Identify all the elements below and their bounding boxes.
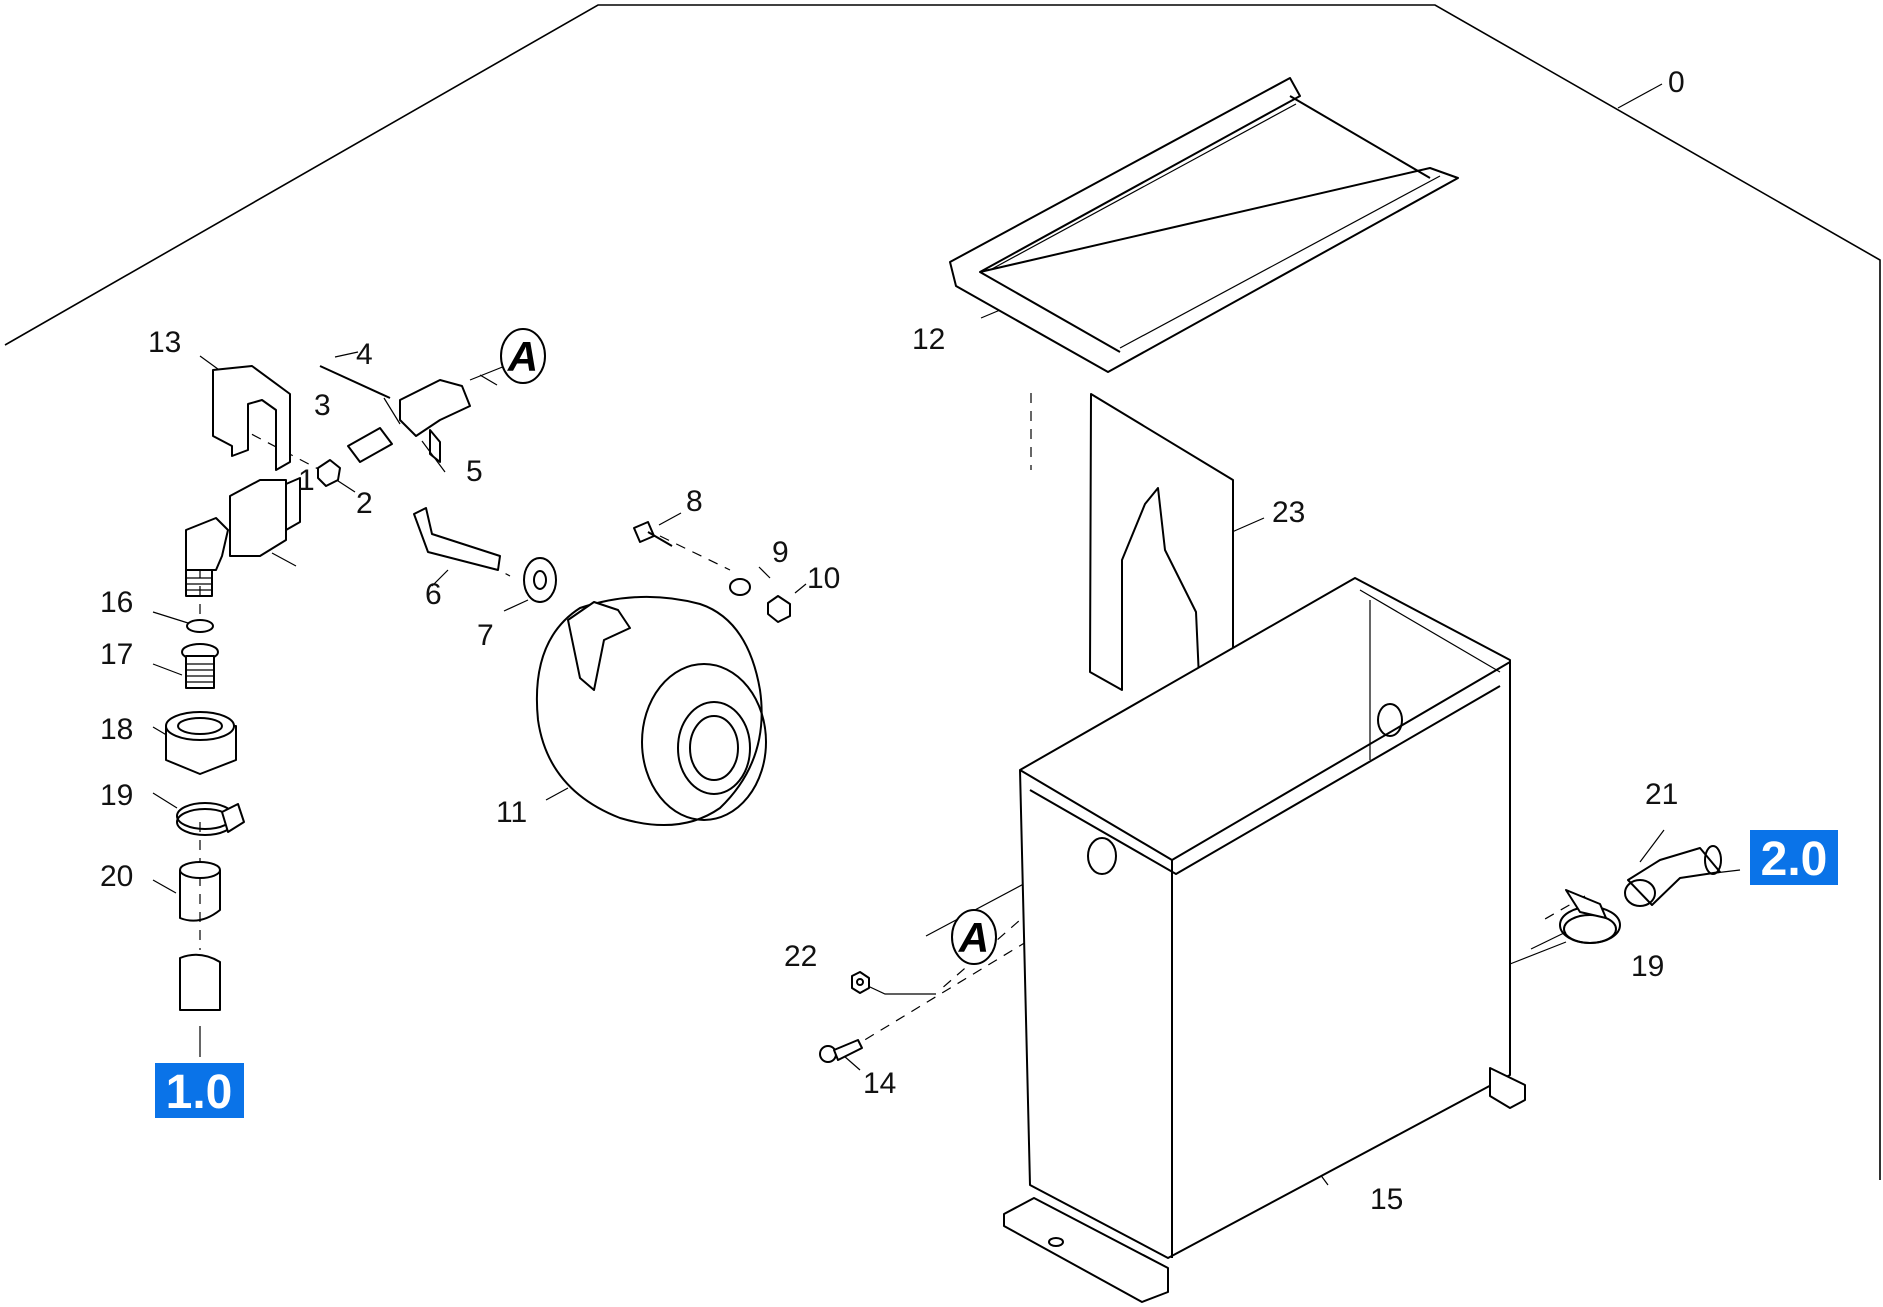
- label-part-7: 7: [477, 619, 494, 652]
- label-part-11: 11: [496, 796, 527, 829]
- callout-a-2: A: [951, 909, 997, 965]
- part-6-lever-arm: [413, 507, 501, 571]
- part-14-screw: [819, 1039, 863, 1063]
- part-13-bracket: [212, 365, 291, 471]
- part-15-tank: [1003, 577, 1526, 1303]
- label-part-2: 2: [356, 487, 373, 520]
- label-part-9: 9: [772, 536, 789, 569]
- label-part-22: 22: [784, 940, 817, 973]
- part-9-washer: [729, 578, 751, 596]
- part-21-hose: [1624, 845, 1722, 907]
- callout-a-1: A: [500, 328, 546, 384]
- part-18-union-nut: [165, 711, 237, 775]
- label-part-20: 20: [100, 860, 133, 893]
- label-part-23: 23: [1272, 496, 1305, 529]
- label-part-17: 17: [100, 638, 133, 671]
- part-10-nut: [767, 595, 791, 623]
- part-2-nut: [317, 459, 341, 487]
- part-5-valve-head: [399, 379, 471, 463]
- label-part-15: 15: [1370, 1183, 1403, 1216]
- label-part-1: 1: [298, 464, 315, 497]
- part-3-seal: [347, 427, 393, 463]
- reference-1-text: 1.0: [166, 1066, 233, 1119]
- part-12-cover-channel: [949, 77, 1459, 373]
- reference-badge-2[interactable]: 2.0: [1750, 830, 1838, 886]
- reference-badge-1[interactable]: 1.0: [155, 1063, 244, 1119]
- label-part-6: 6: [425, 578, 442, 611]
- part-20-hose: [179, 861, 221, 1011]
- part-labels: 0 1 2 3 4 5 6 7 8 9 10 11 12 13 14 15 16…: [100, 66, 1685, 1216]
- label-part-19-left: 19: [100, 779, 133, 812]
- label-part-3: 3: [314, 389, 331, 422]
- part-4-pin: [319, 365, 391, 399]
- label-part-12: 12: [912, 323, 945, 356]
- part-8-bolt: [633, 521, 673, 547]
- label-part-18: 18: [100, 713, 133, 746]
- label-part-19-right: 19: [1631, 950, 1664, 983]
- label-part-5: 5: [466, 455, 483, 488]
- label-part-8: 8: [686, 485, 703, 518]
- callout-a-1-text: A: [507, 333, 538, 380]
- label-part-4: 4: [356, 338, 373, 371]
- part-7-washer: [523, 557, 557, 603]
- part-19-clamp-left: [176, 802, 245, 836]
- part-1-valve-body: [185, 477, 301, 597]
- part-11-float: [535, 595, 767, 827]
- part-16-o-ring: [186, 619, 214, 633]
- label-part-0: 0: [1668, 66, 1685, 99]
- label-part-10: 10: [807, 562, 840, 595]
- part-17-fitting: [181, 643, 219, 689]
- frame-outline: [4, 4, 1881, 1180]
- part-19-clamp-right: [1559, 889, 1621, 944]
- reference-2-text: 2.0: [1761, 833, 1828, 886]
- label-part-14: 14: [863, 1067, 896, 1100]
- label-part-16: 16: [100, 586, 133, 619]
- label-part-13: 13: [148, 326, 181, 359]
- callout-a-2-text: A: [958, 914, 989, 961]
- label-part-21: 21: [1645, 778, 1678, 811]
- part-22-nut: [851, 971, 870, 994]
